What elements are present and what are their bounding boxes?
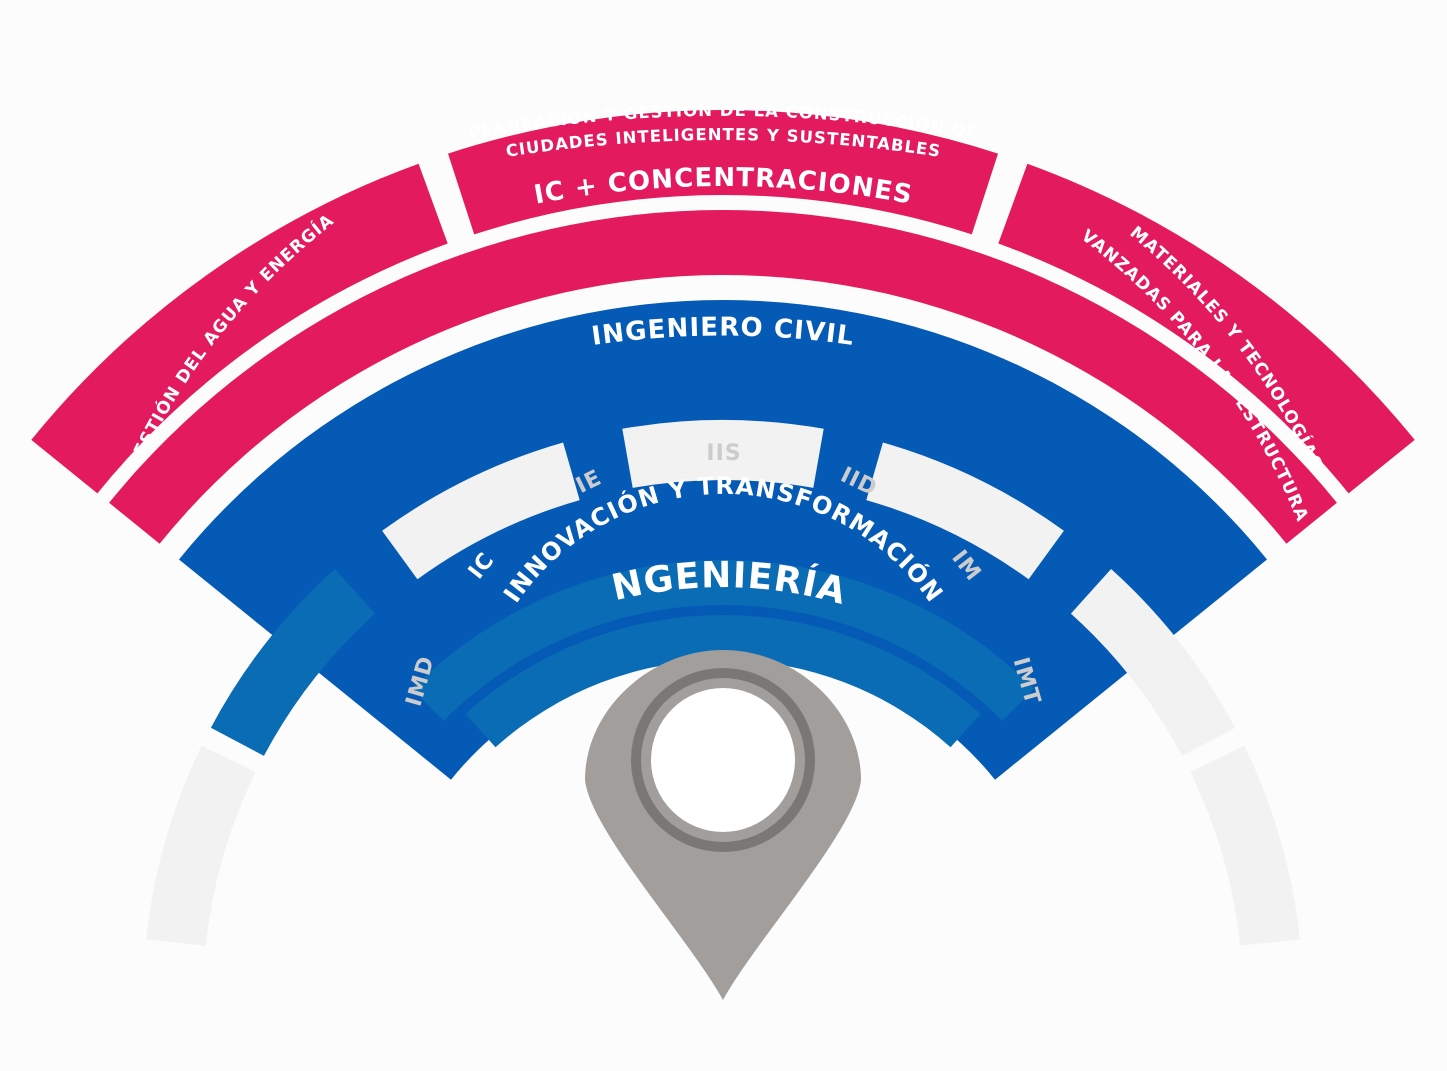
concentration-band-center <box>448 110 998 235</box>
ic-concentraciones-band <box>109 210 1337 544</box>
diagram-shapes <box>31 110 1415 1000</box>
pin-hole <box>651 688 795 832</box>
program-tile-ic <box>210 569 376 756</box>
concentration-band-right <box>998 163 1415 494</box>
program-tile-im <box>1070 569 1236 756</box>
program-tile-imt <box>1190 745 1300 946</box>
program-label-iis: IIS <box>706 441 741 466</box>
ingenieria-band <box>465 615 981 748</box>
program-tile-imd <box>146 745 256 946</box>
innovacion-transformacion-band <box>411 560 1035 721</box>
program-tile-iis <box>622 419 824 488</box>
program-tile-iid <box>866 442 1064 580</box>
program-tile-ie <box>382 442 580 580</box>
concentration-band-left <box>31 163 448 494</box>
